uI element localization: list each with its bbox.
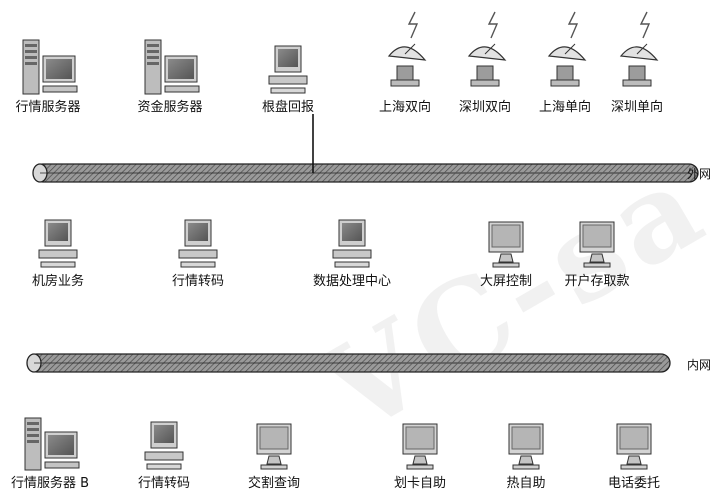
computer-icon [178,219,218,268]
computer-icon [38,219,78,268]
node-label: 热自助 [506,476,546,491]
account-deposit-node: 开户存取款 [550,218,644,290]
monitor-icon [488,221,524,268]
satellite-dish-icon [547,11,587,87]
market-transcode-b-node: 行情转码 [124,418,204,492]
node-label: 上海单向 [538,100,591,115]
node-label: 行情转码 [137,476,190,491]
card-self-service-node: 划卡自助 [380,420,460,492]
outer-network-label: 外网 [687,167,712,181]
settlement-query-node: 交割查询 [234,420,314,492]
server-icon [144,39,200,95]
inner-network-bus [26,353,671,373]
node-label: 大屏控制 [479,274,532,289]
node-label: 行情服务器 [15,100,81,115]
computer-icon [144,421,184,470]
monitor-icon [256,423,292,470]
data-processing-center-node: 数据处理中心 [302,216,402,290]
node-label: 上海双向 [378,100,431,115]
market-server-b-node: 行情服务器 B [2,416,98,492]
satellite-dish-icon [619,11,659,87]
hot-self-service-node: 热自助 [486,420,566,492]
fund-server-node: 资金服务器 [130,38,210,116]
node-label: 行情服务器 B [10,476,90,491]
node-label: 根盘回报 [261,100,314,115]
node-label: 深圳单向 [610,100,663,115]
shanghai-bidirectional-node: 上海双向 [372,8,438,116]
node-label: 数据处理中心 [312,274,391,289]
server-icon [24,417,80,471]
shenzhen-unidirectional-node: 深圳单向 [604,8,670,116]
computer-icon [332,219,372,268]
satellite-dish-icon [467,11,507,87]
node-label: 交割查询 [247,476,300,491]
machine-room-business-node: 机房业务 [18,216,98,290]
monitor-icon [579,221,615,268]
satellite-dish-icon [387,11,427,87]
phone-order-node: 电话委托 [594,420,674,492]
order-return-node: 根盘回报 [248,42,328,116]
node-label: 划卡自助 [393,476,446,491]
outer-network-bus [32,163,699,183]
inner-network-label: 内网 [687,358,712,372]
node-label: 机房业务 [31,274,84,289]
market-transcode-node: 行情转码 [158,216,238,290]
market-server-node: 行情服务器 [8,38,88,116]
node-label: 开户存取款 [564,274,630,289]
shanghai-unidirectional-node: 上海单向 [532,8,598,116]
computer-icon [268,45,308,94]
node-label: 深圳双向 [458,100,511,115]
node-label: 电话委托 [607,476,660,491]
node-label: 行情转码 [171,274,224,289]
node-label: 资金服务器 [137,100,203,115]
server-icon [22,39,78,95]
monitor-icon [616,423,652,470]
shenzhen-bidirectional-node: 深圳双向 [452,8,518,116]
monitor-icon [508,423,544,470]
big-screen-control-node: 大屏控制 [466,218,546,290]
monitor-icon [402,423,438,470]
